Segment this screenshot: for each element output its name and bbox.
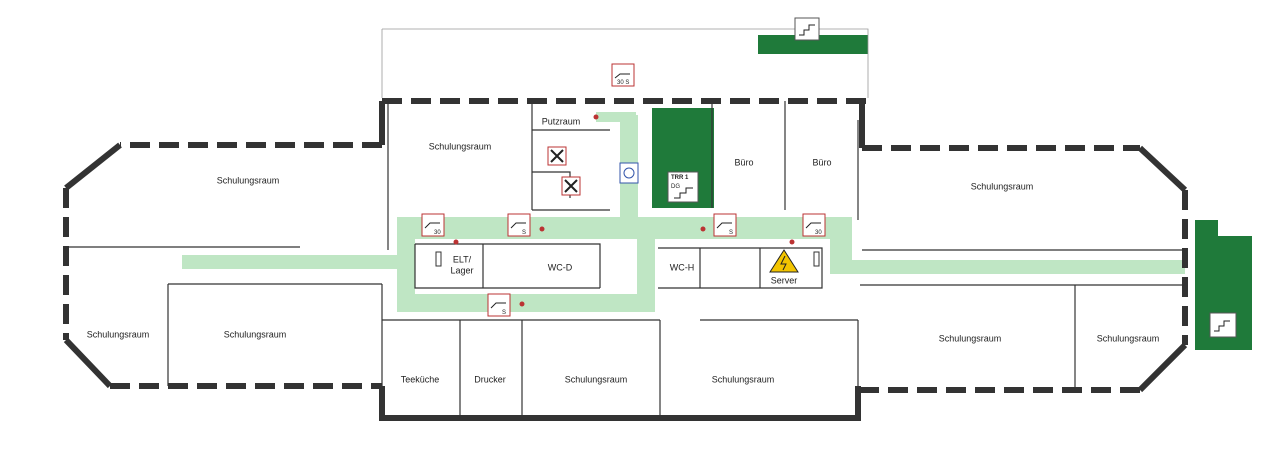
trr-label: TRR 1 [671,175,689,181]
room-label-lager: Lager [450,265,473,275]
stair-icon [794,17,820,41]
extinguisher-icon [435,114,820,307]
room-label-wc-h: WC-H [670,262,695,272]
room-label-wc-d: WC-D [548,262,573,272]
elevator-icon [619,162,639,184]
stair-icon [1209,312,1237,338]
room-labels: Schulungsraum Schulungsraum Schulungsrau… [87,116,1160,384]
room-label-schulungsraum-west-bottom: Schulungsraum [87,329,150,339]
outer-walls [63,28,1188,421]
room-label-buero-1: Büro [734,157,753,167]
room-label-putzraum: Putzraum [542,116,581,126]
sign-label: S [522,230,526,236]
room-label-server: Server [771,275,798,285]
room-label-schulungsraum-center-top: Schulungsraum [429,141,492,151]
sign-label: S [502,310,506,316]
room-label-schulungsraum-west-top: Schulungsraum [217,175,280,185]
interior-walls [66,101,1185,418]
room-label-schulungsraum-south-2: Schulungsraum [712,374,775,384]
sign-label: 30 S [617,80,629,86]
sign-label: 30 [815,230,822,236]
high-voltage-icon [769,249,799,273]
escape-sign: S [487,293,511,317]
room-label-teekueche: Teeküche [401,374,440,384]
sign-label: S [729,230,733,236]
escape-sign: S [713,213,737,237]
room-label-schulungsraum-east-bottom-2: Schulungsraum [1097,333,1160,343]
exits [652,35,1252,350]
escape-sign: 30 S [611,63,635,87]
fire-door-icon [561,176,581,196]
room-label-drucker: Drucker [474,374,506,384]
fire-door-icon [547,146,567,166]
escape-sign: 30 [421,213,445,237]
room-label-buero-2: Büro [812,157,831,167]
room-label-schulungsraum-east-top: Schulungsraum [971,181,1034,191]
escape-sign: S [507,213,531,237]
room-label-schulungsraum-south-1: Schulungsraum [565,374,628,384]
room-label-schulungsraum-east-bottom-1: Schulungsraum [939,333,1002,343]
sign-label: 30 [434,230,441,236]
dg-label: DG [671,184,680,190]
escape-sign: 30 [802,213,826,237]
stair-icon: TRR 1 DG [667,171,699,203]
room-label-elt: ELT/ [453,254,472,264]
room-label-schulungsraum-west-bottom2: Schulungsraum [224,329,287,339]
